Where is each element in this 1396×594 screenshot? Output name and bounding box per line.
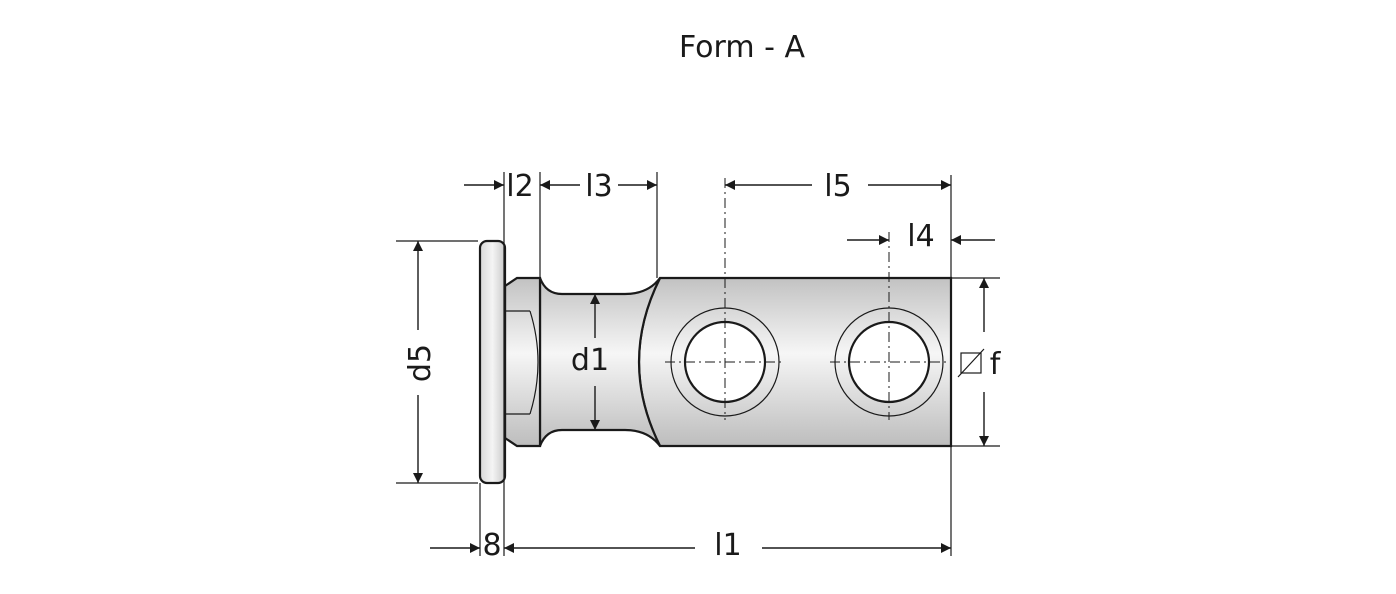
dim-label-l4: l4 <box>907 219 934 254</box>
dim-label-flange: 8 <box>482 528 501 563</box>
dim-label-l2: l2 <box>506 169 533 204</box>
center-lines <box>665 178 950 420</box>
dim-label-l3: l3 <box>585 169 612 204</box>
dim-label-l5: l5 <box>824 169 851 204</box>
dim-label-d5: d5 <box>403 344 438 382</box>
neck <box>538 277 661 447</box>
flange <box>478 239 507 485</box>
dimension-arrows <box>413 180 995 553</box>
part-body <box>478 239 953 485</box>
dim-label-f: f <box>990 347 1002 382</box>
square-symbol-icon <box>957 348 985 378</box>
dim-label-d1: d1 <box>571 343 609 378</box>
dim-label-l1: l1 <box>714 528 741 563</box>
drawing-title: Form - A <box>679 30 805 65</box>
hex-collar <box>503 276 542 448</box>
